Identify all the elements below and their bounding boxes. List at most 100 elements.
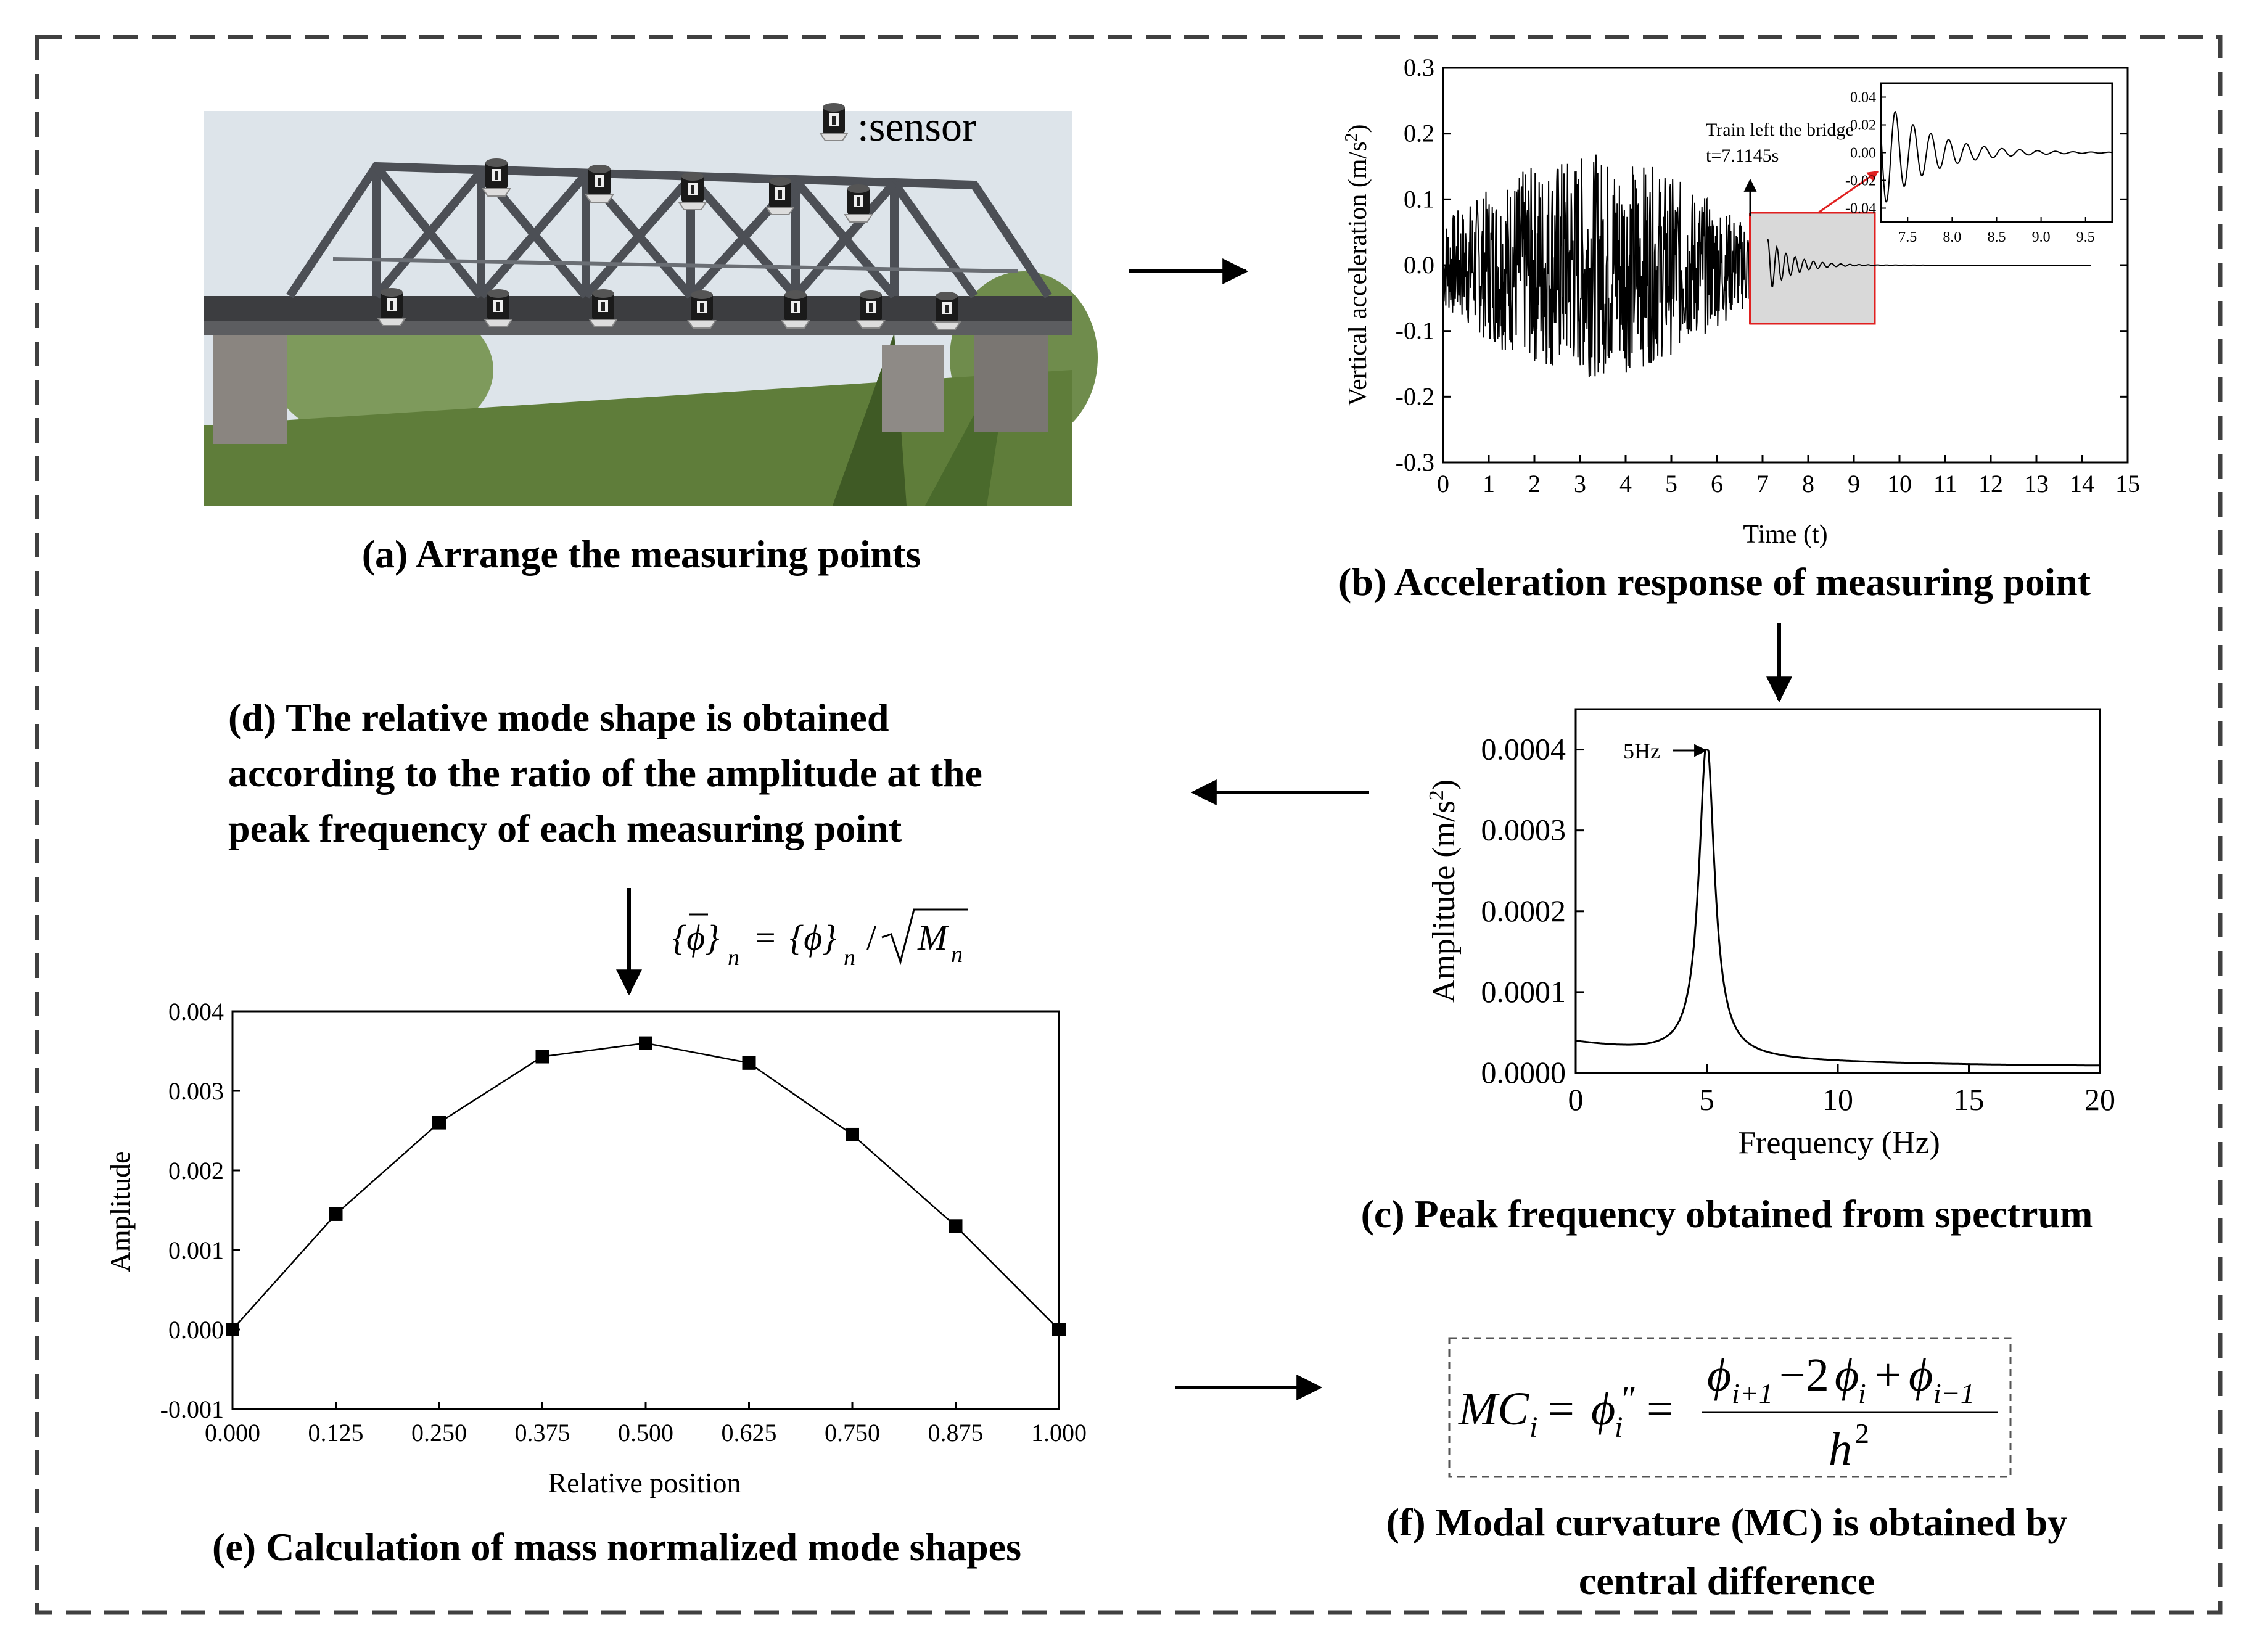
decay-trace — [1767, 239, 2091, 287]
x-axis-title: Relative position — [548, 1467, 741, 1498]
y-tick-label: 0.3 — [1404, 54, 1434, 81]
caption-c: (c) Peak frequency obtained from spectru… — [1361, 1192, 2093, 1236]
x-tick-label: 0.125 — [308, 1419, 364, 1447]
y-tick-label: -0.001 — [160, 1395, 224, 1423]
caption-b: (b) Acceleration response of measuring p… — [1338, 560, 2091, 604]
y-tick-label: 0.0004 — [1481, 732, 1566, 766]
forced-vibration-path — [1442, 154, 1769, 377]
peak-label: 5Hz — [1623, 739, 1660, 763]
svg-text:ϕ: ϕ — [1707, 1349, 1731, 1401]
caption-d-line1: (d) The relative mode shape is obtained — [228, 696, 889, 739]
svg-text:i: i — [1615, 1411, 1623, 1444]
sensor-icon — [688, 290, 716, 329]
svg-text:/: / — [866, 918, 877, 958]
y-tick-label: 0.0002 — [1481, 894, 1566, 928]
caption-f-line1: (f) Modal curvature (MC) is obtained by — [1386, 1500, 2068, 1544]
x-tick-label: 5 — [1665, 470, 1677, 498]
annotation-text-2: t=7.1145s — [1706, 146, 1779, 166]
svg-text:ϕ: ϕ — [1835, 1349, 1859, 1401]
sensor-icon — [766, 176, 794, 215]
data-point — [226, 1323, 239, 1336]
svg-text:M: M — [917, 918, 949, 958]
svg-text:n: n — [728, 945, 739, 971]
y-tick-label: 0.0001 — [1481, 974, 1566, 1009]
svg-text:{ϕ}: {ϕ} — [789, 918, 836, 958]
svg-text:=: = — [1647, 1383, 1673, 1435]
y-tick-label: -0.3 — [1396, 448, 1434, 476]
mode-shape-series — [226, 1036, 1066, 1336]
y-axis-title: Amplitude — [104, 1151, 136, 1273]
sensor-icon — [484, 289, 512, 327]
outer-dashed-border — [35, 35, 2223, 1615]
y-axis-title: Vertical acceleration (m/s2) — [1342, 124, 1373, 406]
y-tick-label: 0.002 — [168, 1157, 224, 1185]
data-point — [535, 1050, 549, 1064]
plot-frame — [231, 1010, 1060, 1410]
data-point — [432, 1116, 446, 1130]
normalization-formula: {ϕ} n = {ϕ} n / M n — [672, 908, 968, 971]
x-tick-label: 3 — [1574, 470, 1586, 498]
caption-f-line2: central difference — [1579, 1559, 1875, 1603]
y-tick-label: 0.0 — [1404, 251, 1434, 279]
x-tick-label: 0.500 — [618, 1419, 673, 1447]
svg-text:2: 2 — [1855, 1418, 1869, 1449]
svg-text:=: = — [755, 918, 776, 958]
y-tick-label: -0.2 — [1396, 382, 1434, 410]
inset-decay-path — [1880, 110, 2113, 203]
sensor-legend-text: :sensor — [857, 103, 976, 150]
x-tick-label: 8 — [1802, 470, 1814, 498]
formula-box — [1448, 1337, 2012, 1478]
caption-a: (a) Arrange the measuring points — [362, 532, 921, 576]
y-tick-label: 0.0000 — [1481, 1055, 1566, 1090]
inset-x-tick-label: 7.5 — [1898, 229, 1917, 245]
x-axis-title: Frequency (Hz) — [1738, 1125, 1940, 1161]
x-tick-label: 15 — [1954, 1082, 1985, 1117]
y-axis-title: Amplitude (m/s2) — [1425, 779, 1462, 1003]
sensor-legend-icon — [820, 102, 848, 141]
inset-x-tick-label: 8.0 — [1943, 229, 1961, 245]
inset-highlight-box — [1749, 212, 1876, 325]
inset-y-tick-label: 0.02 — [1850, 118, 1876, 134]
sensor-icon — [932, 291, 961, 330]
svg-text:ϕ: ϕ — [1909, 1349, 1933, 1401]
svg-text:i: i — [1858, 1378, 1866, 1409]
caption-d-line2: according to the ratio of the amplitude … — [228, 751, 982, 795]
caption-d-line3: peak frequency of each measuring point — [228, 807, 902, 850]
sensor-icon — [585, 164, 614, 203]
sensor-icon — [678, 171, 707, 210]
inset-x-tick-label: 9.5 — [2076, 229, 2095, 245]
x-tick-label: 0.000 — [205, 1419, 260, 1447]
x-tick-label: 10 — [1887, 470, 1912, 498]
svg-text:{ϕ}: {ϕ} — [672, 918, 719, 958]
sensor-icon — [781, 290, 810, 329]
caption-e: (e) Calculation of mass normalized mode … — [212, 1525, 1021, 1569]
svg-text:″: ″ — [1619, 1379, 1635, 1419]
x-tick-label: 15 — [2115, 470, 2140, 498]
sensor-icon — [844, 184, 873, 223]
inset-y-tick-label: -0.04 — [1845, 201, 1876, 217]
sensor-icon — [589, 289, 617, 327]
inset-pointer-arrow — [1817, 170, 1879, 214]
y-tick-label: 0.003 — [168, 1077, 224, 1105]
spectrum-curve — [1575, 749, 2100, 1067]
svg-text:MC: MC — [1458, 1383, 1529, 1435]
x-tick-label: 20 — [2084, 1082, 2115, 1117]
annotation-text-1: Train left the bridge — [1706, 120, 1854, 140]
x-tick-label: 0.250 — [411, 1419, 467, 1447]
y-tick-label: 0.0003 — [1481, 813, 1566, 847]
sensor-icon — [377, 287, 406, 326]
x-tick-label: 0.625 — [722, 1419, 777, 1447]
x-tick-label: 0.750 — [825, 1419, 880, 1447]
inset-y-tick-label: 0.04 — [1850, 90, 1876, 106]
mode-shape-line — [232, 1042, 1060, 1330]
free-vibration-path — [1767, 239, 2091, 287]
x-axis-title: Time (t) — [1743, 520, 1827, 549]
inset-x-tick-label: 9.0 — [2032, 229, 2051, 245]
data-point — [639, 1036, 652, 1050]
x-tick-label: 0.875 — [928, 1419, 984, 1447]
y-tick-label: 0.2 — [1404, 120, 1434, 147]
